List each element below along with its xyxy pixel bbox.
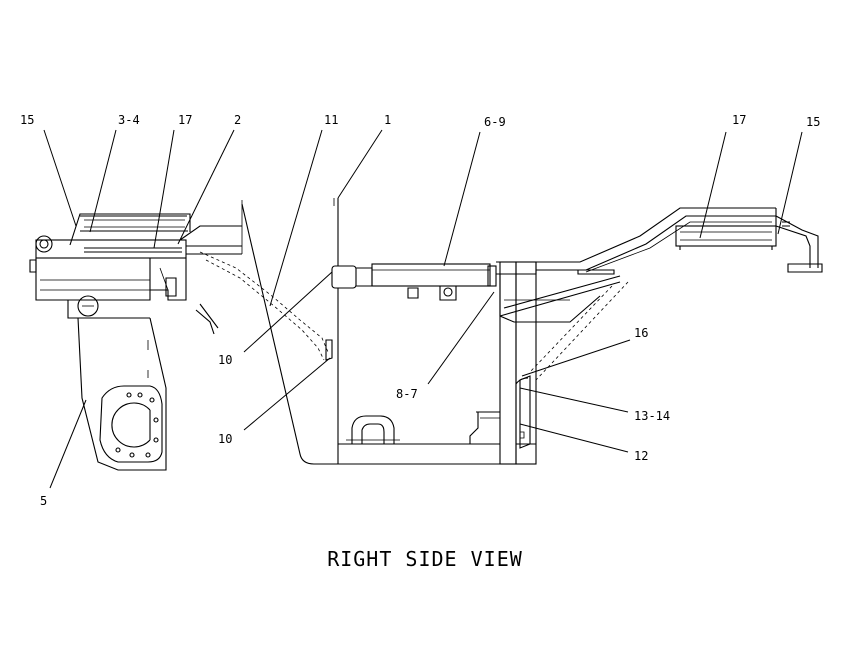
callout-10-upper: 10 — [218, 353, 232, 367]
callout-2: 2 — [234, 113, 241, 127]
right-platform-assembly — [536, 207, 823, 273]
view-caption: RIGHT SIDE VIEW — [327, 547, 523, 571]
callout-17-left: 17 — [178, 113, 192, 127]
callout-12: 12 — [634, 449, 648, 463]
callout-16: 16 — [634, 326, 648, 340]
hose-dashed — [199, 251, 333, 361]
callout-11: 11 — [324, 113, 338, 127]
callout-10-lower: 10 — [218, 432, 232, 446]
callout-15-left: 15 — [20, 113, 34, 127]
right-upright — [496, 261, 629, 465]
callout-6-9: 6-9 — [484, 115, 506, 129]
callout-17-right: 17 — [732, 113, 746, 127]
callout-13-14: 13-14 — [634, 409, 670, 423]
leader-lines — [43, 129, 803, 489]
main-frame — [241, 198, 500, 465]
callout-labels: 15 3-4 17 2 11 1 6-9 17 15 10 10 8-7 16 … — [20, 113, 820, 508]
callout-15-right: 15 — [806, 115, 820, 129]
callout-1: 1 — [384, 113, 391, 127]
callout-3-4: 3-4 — [118, 113, 140, 127]
left-platform-assembly — [29, 200, 243, 335]
callout-8-7: 8-7 — [396, 387, 418, 401]
cylinder-assembly — [331, 263, 497, 289]
callout-5: 5 — [40, 494, 47, 508]
lower-bracket — [77, 317, 167, 471]
